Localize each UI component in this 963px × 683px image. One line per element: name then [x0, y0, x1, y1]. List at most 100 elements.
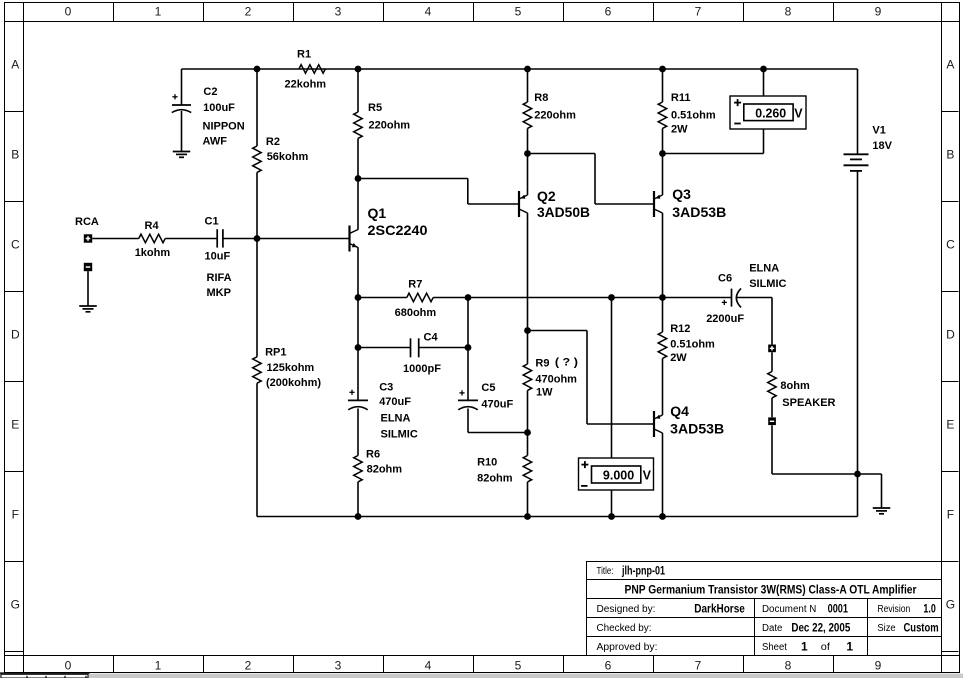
svg-text:F: F: [947, 507, 954, 521]
svg-text:470uF: 470uF: [481, 399, 513, 411]
svg-text:220ohm: 220ohm: [369, 119, 411, 131]
svg-text:2SC2240: 2SC2240: [368, 222, 428, 238]
svg-text:125kohm: 125kohm: [267, 362, 315, 374]
svg-text:DarkHorse: DarkHorse: [694, 602, 745, 616]
svg-text:82ohm: 82ohm: [477, 472, 513, 484]
svg-text:R1: R1: [297, 49, 311, 61]
svg-text:C: C: [11, 237, 20, 251]
svg-text:6: 6: [605, 659, 612, 673]
svg-text:AWF: AWF: [203, 135, 228, 147]
svg-text:D: D: [946, 327, 955, 341]
svg-text:SILMIC: SILMIC: [381, 428, 418, 440]
svg-text:RCA: RCA: [75, 216, 99, 228]
svg-text:R8: R8: [534, 92, 548, 104]
svg-text:4: 4: [425, 5, 432, 19]
svg-text:0.51ohm: 0.51ohm: [670, 339, 715, 351]
svg-text:R2: R2: [266, 136, 280, 148]
svg-text:Revision: Revision: [877, 604, 910, 615]
svg-text:( ? ): ( ? ): [555, 357, 578, 369]
svg-text:3AD53B: 3AD53B: [672, 204, 726, 220]
svg-text:R9: R9: [535, 357, 549, 369]
svg-text:2: 2: [245, 659, 252, 673]
svg-text:18V: 18V: [872, 140, 892, 152]
svg-text:3AD50B: 3AD50B: [537, 204, 590, 220]
svg-text:R10: R10: [477, 457, 497, 469]
svg-text:470uF: 470uF: [379, 396, 411, 408]
svg-text:1: 1: [801, 639, 808, 653]
svg-text:E: E: [11, 417, 19, 431]
svg-text:Approved by:: Approved by:: [597, 642, 658, 653]
svg-text:D: D: [11, 327, 20, 341]
svg-text:SPEAKER: SPEAKER: [782, 397, 835, 409]
svg-text:1W: 1W: [536, 386, 553, 398]
svg-text:1: 1: [155, 5, 162, 19]
svg-text:C3: C3: [379, 381, 393, 393]
svg-text:8: 8: [785, 659, 792, 673]
svg-text:B: B: [946, 147, 954, 161]
svg-text:3: 3: [335, 5, 342, 19]
svg-text:9: 9: [875, 5, 882, 19]
svg-text:R5: R5: [368, 102, 382, 114]
svg-text:C2: C2: [203, 86, 217, 98]
svg-text:SILMIC: SILMIC: [749, 278, 786, 290]
svg-text:8ohm: 8ohm: [780, 380, 810, 392]
svg-text:0.260: 0.260: [755, 106, 786, 121]
svg-text:Document N: Document N: [762, 604, 816, 615]
svg-text:NIPPON: NIPPON: [203, 121, 245, 133]
svg-text:6: 6: [605, 5, 612, 19]
svg-text:3AD53B: 3AD53B: [670, 421, 724, 437]
svg-text:A: A: [946, 57, 954, 71]
svg-text:5: 5: [515, 659, 522, 673]
svg-text:10uF: 10uF: [205, 250, 231, 262]
svg-text:ELNA: ELNA: [381, 413, 411, 425]
svg-text:2W: 2W: [670, 352, 687, 364]
svg-text:100uF: 100uF: [203, 102, 235, 114]
svg-text:Q1: Q1: [368, 205, 387, 221]
svg-text:22kohm: 22kohm: [285, 79, 327, 91]
svg-text:V1: V1: [872, 124, 885, 136]
svg-text:R12: R12: [670, 323, 690, 335]
svg-text:R6: R6: [366, 449, 380, 461]
svg-text:Size: Size: [877, 623, 896, 634]
svg-text:MKP: MKP: [207, 287, 231, 299]
svg-text:B: B: [11, 147, 19, 161]
svg-text:C1: C1: [205, 215, 219, 227]
svg-text:7: 7: [695, 659, 702, 673]
svg-text:1: 1: [846, 639, 853, 653]
svg-text:of: of: [821, 642, 830, 653]
svg-text:Date: Date: [762, 623, 783, 634]
svg-text:Q3: Q3: [672, 186, 691, 202]
svg-text:Custom: Custom: [904, 620, 939, 634]
svg-text:56kohm: 56kohm: [267, 151, 309, 163]
svg-text:R4: R4: [145, 220, 160, 232]
svg-text:470ohm: 470ohm: [535, 373, 577, 385]
svg-text:220ohm: 220ohm: [534, 110, 576, 122]
svg-text:RIFA: RIFA: [207, 272, 232, 284]
svg-text:R7: R7: [408, 278, 422, 290]
svg-text:PNP Germanium Transistor 3W(RM: PNP Germanium Transistor 3W(RMS) Class-A…: [625, 582, 917, 596]
svg-text:jlh-pnp-01: jlh-pnp-01: [621, 564, 665, 578]
svg-text:680ohm: 680ohm: [395, 307, 437, 319]
svg-text:F: F: [12, 507, 19, 521]
svg-text:9: 9: [875, 659, 882, 673]
svg-text:Title:: Title:: [597, 566, 614, 577]
svg-text:2200uF: 2200uF: [706, 313, 744, 325]
svg-text:V: V: [794, 106, 803, 120]
svg-text:C4: C4: [424, 332, 439, 344]
svg-text:3: 3: [335, 659, 342, 673]
svg-text:G: G: [11, 597, 20, 611]
svg-text:0: 0: [65, 5, 72, 19]
svg-text:9.000: 9.000: [603, 468, 634, 483]
svg-text:A: A: [11, 57, 19, 71]
svg-text:(200kohm): (200kohm): [266, 377, 321, 389]
svg-text:4: 4: [425, 659, 432, 673]
svg-text:Q2: Q2: [537, 188, 556, 204]
svg-text:Checked by:: Checked by:: [597, 623, 652, 634]
svg-text:G: G: [946, 597, 955, 611]
svg-text:Dec 22, 2005: Dec 22, 2005: [791, 620, 850, 634]
svg-text:ELNA: ELNA: [749, 262, 779, 274]
svg-text:5: 5: [515, 5, 522, 19]
svg-text:E: E: [946, 417, 954, 431]
svg-text:2: 2: [245, 5, 252, 19]
svg-text:0: 0: [65, 659, 72, 673]
